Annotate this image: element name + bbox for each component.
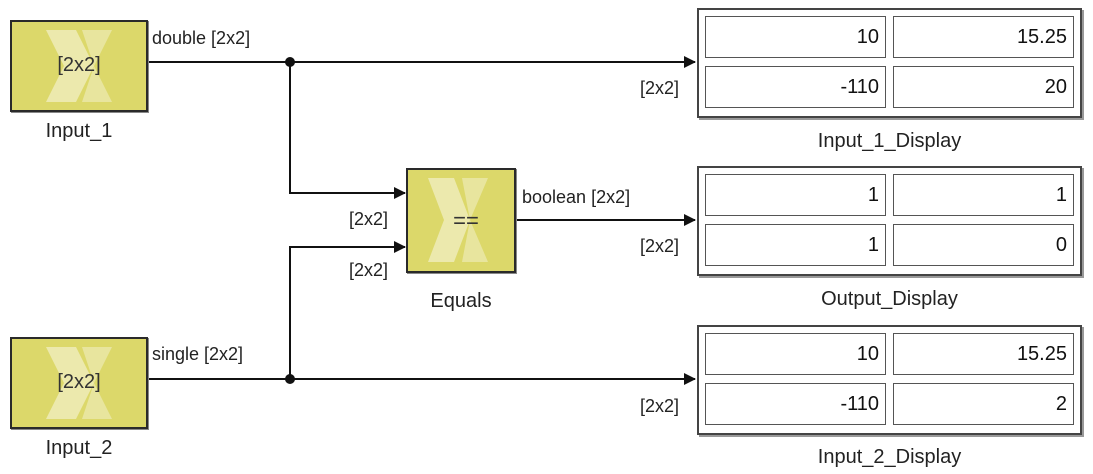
signal-label-double: double [2x2] (152, 28, 251, 48)
input-2-content: [2x2] (57, 371, 101, 393)
input-2-display-caption: Input_2_Display (817, 446, 962, 468)
wire-input1-to-equals[interactable] (289, 62, 406, 199)
signal-label-boolean: boolean [2x2] (522, 187, 631, 207)
display-cell: 15.25 (893, 333, 1074, 375)
xilinx-logo-icon (46, 30, 112, 102)
display-cell: 15.25 (893, 16, 1074, 58)
display-cell: 1 (705, 224, 886, 266)
equals-caption: Equals (430, 290, 492, 312)
display-cell: 10 (705, 16, 886, 58)
display-cell: 10 (705, 333, 886, 375)
equals-content: == (453, 208, 479, 233)
display-cell: 2 (893, 383, 1074, 425)
branch-point-input1 (285, 57, 295, 67)
display-cell: 0 (893, 224, 1074, 266)
display-cell: -110 (705, 66, 886, 108)
display-cell: 1 (893, 174, 1074, 216)
input-2-display[interactable]: 10 15.25 -110 2 (697, 325, 1082, 435)
xilinx-logo-icon (46, 347, 112, 419)
output-display-caption: Output_Display (821, 288, 958, 310)
input-2-caption: Input_2 (45, 437, 113, 459)
output-display[interactable]: 1 1 1 0 (697, 166, 1082, 276)
input-1-block[interactable]: [2x2] (10, 20, 148, 112)
input-1-display-caption: Input_1_Display (817, 130, 962, 152)
branch-point-input2 (285, 374, 295, 384)
xilinx-logo-icon (428, 178, 488, 262)
input-1-display[interactable]: 10 15.25 -110 20 (697, 8, 1082, 118)
port-dim-equals-in2: [2x2] (349, 260, 389, 280)
wire-input2-to-equals[interactable] (289, 241, 406, 379)
display-cell: -110 (705, 383, 886, 425)
port-dim-display2: [2x2] (640, 236, 680, 256)
input-1-caption: Input_1 (45, 120, 113, 142)
port-dim-display3: [2x2] (640, 396, 680, 416)
display-cell: 1 (705, 174, 886, 216)
signal-label-single: single [2x2] (152, 344, 244, 364)
port-dim-equals-in1: [2x2] (349, 209, 389, 229)
equals-block[interactable]: == (406, 168, 516, 273)
input-2-block[interactable]: [2x2] (10, 337, 148, 429)
input-1-content: [2x2] (57, 54, 101, 76)
display-cell: 20 (893, 66, 1074, 108)
port-dim-display1: [2x2] (640, 78, 680, 98)
